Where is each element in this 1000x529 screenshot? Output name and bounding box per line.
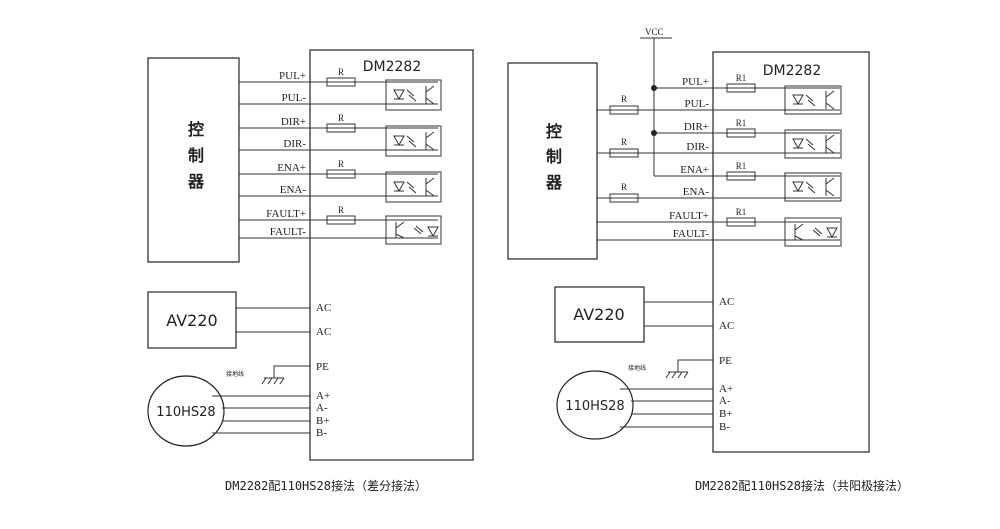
right-driver-box: [712, 51, 870, 453]
right-signal-pul-plus: PUL+: [682, 76, 709, 88]
right-controller-box: [507, 62, 598, 260]
right-controller-resistor-1: [609, 105, 639, 115]
left-signal-ena-minus: ENA-: [280, 184, 307, 196]
left-terminal-pe: PE: [316, 361, 329, 373]
right-resistor-4: [726, 217, 756, 227]
left-driver-box: [309, 49, 474, 461]
right-controller-char-3: 器: [545, 173, 563, 192]
right-controller-char-2: 制: [546, 147, 562, 166]
right-vcc-label: VCC: [645, 27, 664, 37]
right-motor-label: 110HS28: [565, 399, 624, 414]
right-resistor-label-2: R1: [736, 118, 747, 128]
right-optocoupler-4: [784, 217, 842, 247]
right-terminal-ac-2: AC: [719, 320, 734, 332]
right-motor: [556, 370, 634, 440]
left-optocoupler-3: [385, 171, 442, 203]
right-controller-resistor-2: [609, 148, 639, 158]
left-signal-fault-plus: FAULT+: [266, 208, 306, 220]
left-terminal-a-minus: A-: [316, 402, 328, 414]
left-signal-pul-plus: PUL+: [279, 70, 306, 82]
right-signal-ena-plus: ENA+: [680, 164, 709, 176]
left-signal-pul-minus: PUL-: [282, 92, 307, 104]
right-signal-dir-plus: DIR+: [684, 121, 709, 133]
right-resistor-1: [726, 83, 756, 93]
left-resistor-label-1: R: [338, 67, 344, 77]
right-controller-resistor-label-2: R: [621, 137, 627, 147]
right-power-label: AV220: [573, 305, 624, 324]
left-controller-char-2: 制: [188, 146, 204, 165]
right-terminal-a-minus: A-: [719, 395, 731, 407]
right-ground-text: 接地线: [628, 364, 646, 372]
left-terminal-a-plus: A+: [316, 390, 330, 402]
left-terminal-b-minus: B-: [316, 427, 327, 439]
left-terminal-ac-1: AC: [316, 302, 331, 314]
left-controller-char-3: 器: [187, 172, 205, 191]
right-resistor-label-3: R1: [736, 161, 747, 171]
right-resistor-label-1: R1: [736, 73, 747, 83]
left-controller-box: [147, 57, 240, 263]
right-diagram: DM2282 VCC 控 制 器 R R R: [507, 27, 909, 493]
left-signal-dir-minus: DIR-: [283, 138, 306, 150]
left-caption: DM2282配110HS28接法（差分接法）: [225, 478, 427, 493]
left-optocoupler-1: [385, 79, 442, 111]
left-signal-fault-minus: FAULT-: [270, 226, 307, 238]
right-terminal-ac-1: AC: [719, 296, 734, 308]
right-signal-fault-minus: FAULT-: [673, 228, 710, 240]
left-diagram: DM2282 控 制 器 PUL+ PUL- DIR+ DIR- ENA+ EN…: [147, 49, 474, 493]
left-signal-wires: [239, 81, 438, 239]
right-controller-resistor-3: [609, 193, 639, 203]
right-terminal-b-minus: B-: [719, 421, 730, 433]
right-optocoupler-3: [784, 172, 842, 202]
left-resistor-label-3: R: [338, 159, 344, 169]
left-controller-char-1: 控: [188, 120, 204, 139]
left-driver-label: DM2282: [363, 59, 422, 75]
left-terminal-b-plus: B+: [316, 415, 330, 427]
left-optocoupler-4: [385, 215, 442, 245]
left-power-label: AV220: [166, 311, 217, 330]
left-power-box: [147, 291, 237, 349]
left-signal-ena-plus: ENA+: [277, 162, 306, 174]
right-signal-ena-minus: ENA-: [683, 186, 710, 198]
left-motor-label: 110HS28: [156, 405, 215, 420]
right-signal-dir-minus: DIR-: [686, 141, 709, 153]
left-resistor-1: [326, 77, 356, 87]
left-motor: [147, 375, 225, 447]
right-resistor-2: [726, 128, 756, 138]
right-power-box: [554, 286, 645, 343]
right-signal-pul-minus: PUL-: [685, 98, 710, 110]
right-signal-fault-plus: FAULT+: [669, 210, 709, 222]
right-controller-resistor-label-1: R: [621, 94, 627, 104]
left-terminal-ac-2: AC: [316, 326, 331, 338]
right-terminal-b-plus: B+: [719, 408, 733, 420]
right-resistor-3: [726, 171, 756, 181]
left-resistor-label-2: R: [338, 113, 344, 123]
left-ground-text: 接地线: [226, 370, 244, 378]
left-resistor-2: [326, 123, 356, 133]
right-optocoupler-2: [784, 129, 842, 159]
right-controller-char-1: 控: [546, 122, 562, 141]
left-signal-dir-plus: DIR+: [281, 116, 306, 128]
left-resistor-4: [326, 215, 356, 225]
right-terminal-a-plus: A+: [719, 383, 733, 395]
left-optocoupler-2: [385, 125, 442, 157]
right-resistor-label-4: R1: [736, 207, 747, 217]
right-driver-label: DM2282: [763, 63, 822, 79]
right-caption: DM2282配110HS28接法（共阳极接法）: [695, 478, 909, 493]
right-terminal-pe: PE: [719, 355, 732, 367]
left-resistor-label-4: R: [338, 205, 344, 215]
left-resistor-3: [326, 169, 356, 179]
right-controller-resistor-label-3: R: [621, 182, 627, 192]
right-optocoupler-1: [784, 85, 842, 115]
